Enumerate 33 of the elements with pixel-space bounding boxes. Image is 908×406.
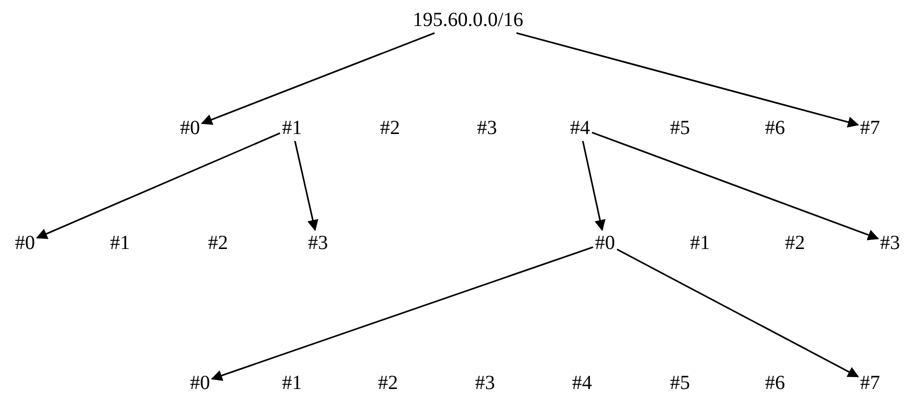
subnet-label: 195.60.0.0/16 [412,9,524,31]
arrow [592,132,880,240]
subnet-label: #3 [477,117,497,139]
subnet-label: #0 [595,232,615,254]
subnet-label: #1 [110,232,130,254]
subnet-label: #5 [670,117,690,139]
subnet-label: #2 [785,232,805,254]
subnet-label: #2 [208,232,228,254]
subnet-label: #6 [765,117,785,139]
subnet-label: #2 [380,117,400,139]
subnet-label: #0 [180,117,200,139]
subnet-label: #1 [282,372,302,394]
subnet-label: #4 [572,372,592,394]
subnet-label: #1 [690,232,710,254]
arrow [616,248,859,378]
subnet-label: #3 [475,372,495,394]
subnet-label: #3 [880,232,900,254]
arrow [36,132,280,239]
subnet-label: #4 [570,117,590,139]
subnet-label: #6 [765,372,785,394]
arrow [294,140,318,232]
subnet-label: #0 [190,372,210,394]
subnet-label: #2 [378,372,398,394]
subnet-label: #0 [15,232,35,254]
subnet-label: #3 [308,232,328,254]
subnet-label: #7 [860,117,880,139]
arrow [210,246,594,381]
arrow [200,32,435,125]
arrow [582,140,606,232]
arrow [516,32,860,128]
subnet-label: #1 [282,117,302,139]
subnet-label: #5 [670,372,690,394]
subnet-label: #7 [860,372,880,394]
